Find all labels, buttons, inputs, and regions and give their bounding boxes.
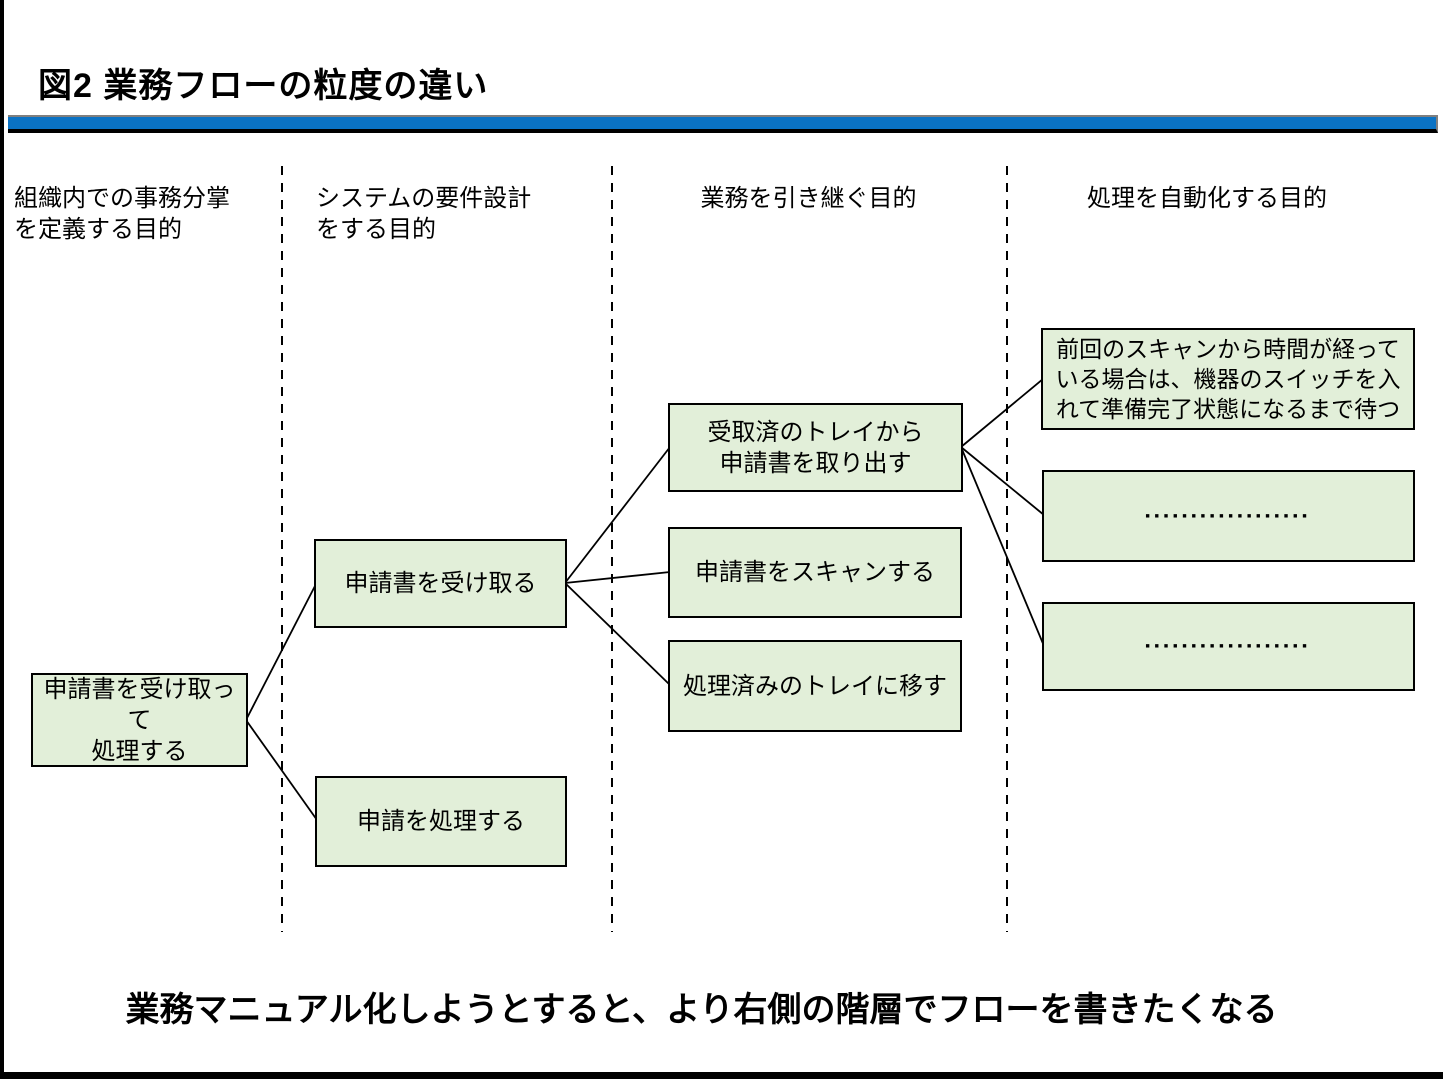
flow-box-receive-application: 申請書を受け取る (314, 539, 567, 628)
flow-box-scan-application: 申請書をスキャンする (668, 527, 962, 618)
left-border-line (0, 0, 4, 1079)
flow-box-ellipsis-1: ■■■■■■■■■■■■■■■■■■ (1042, 470, 1415, 562)
flow-box-wait-for-device-ready: 前回のスキャンから時間が経って いる場合は、機器のスイッチを入 れて準備完了状態… (1041, 328, 1415, 430)
bottom-border-line (0, 1072, 1443, 1079)
flow-box-receive-and-process: 申請書を受け取って 処理する (31, 673, 248, 767)
column-header-define-duties: 組織内での事務分掌 を定義する目的 (14, 185, 230, 243)
flow-box-take-out-from-tray: 受取済のトレイから 申請書を取り出す (668, 403, 963, 492)
flow-box-process-application: 申請を処理する (315, 776, 567, 867)
column-header-handover: 業務を引き継ぐ目的 (700, 185, 917, 212)
column-divider-3 (1006, 166, 1008, 932)
figure-title: 図2 業務フローの粒度の違い (38, 67, 489, 105)
flow-box-move-to-processed-tray: 処理済みのトレイに移す (668, 640, 962, 732)
column-divider-1 (281, 166, 283, 932)
column-header-automation: 処理を自動化する目的 (1087, 185, 1327, 212)
flow-box-ellipsis-2: ■■■■■■■■■■■■■■■■■■ (1042, 602, 1415, 691)
title-underline-bar (8, 115, 1438, 133)
column-header-system-requirements: システムの要件設計 をする目的 (316, 185, 532, 243)
bottom-caption: 業務マニュアル化しようとすると、より右側の階層でフローを書きたくなる (125, 991, 1278, 1029)
column-divider-2 (611, 166, 613, 932)
